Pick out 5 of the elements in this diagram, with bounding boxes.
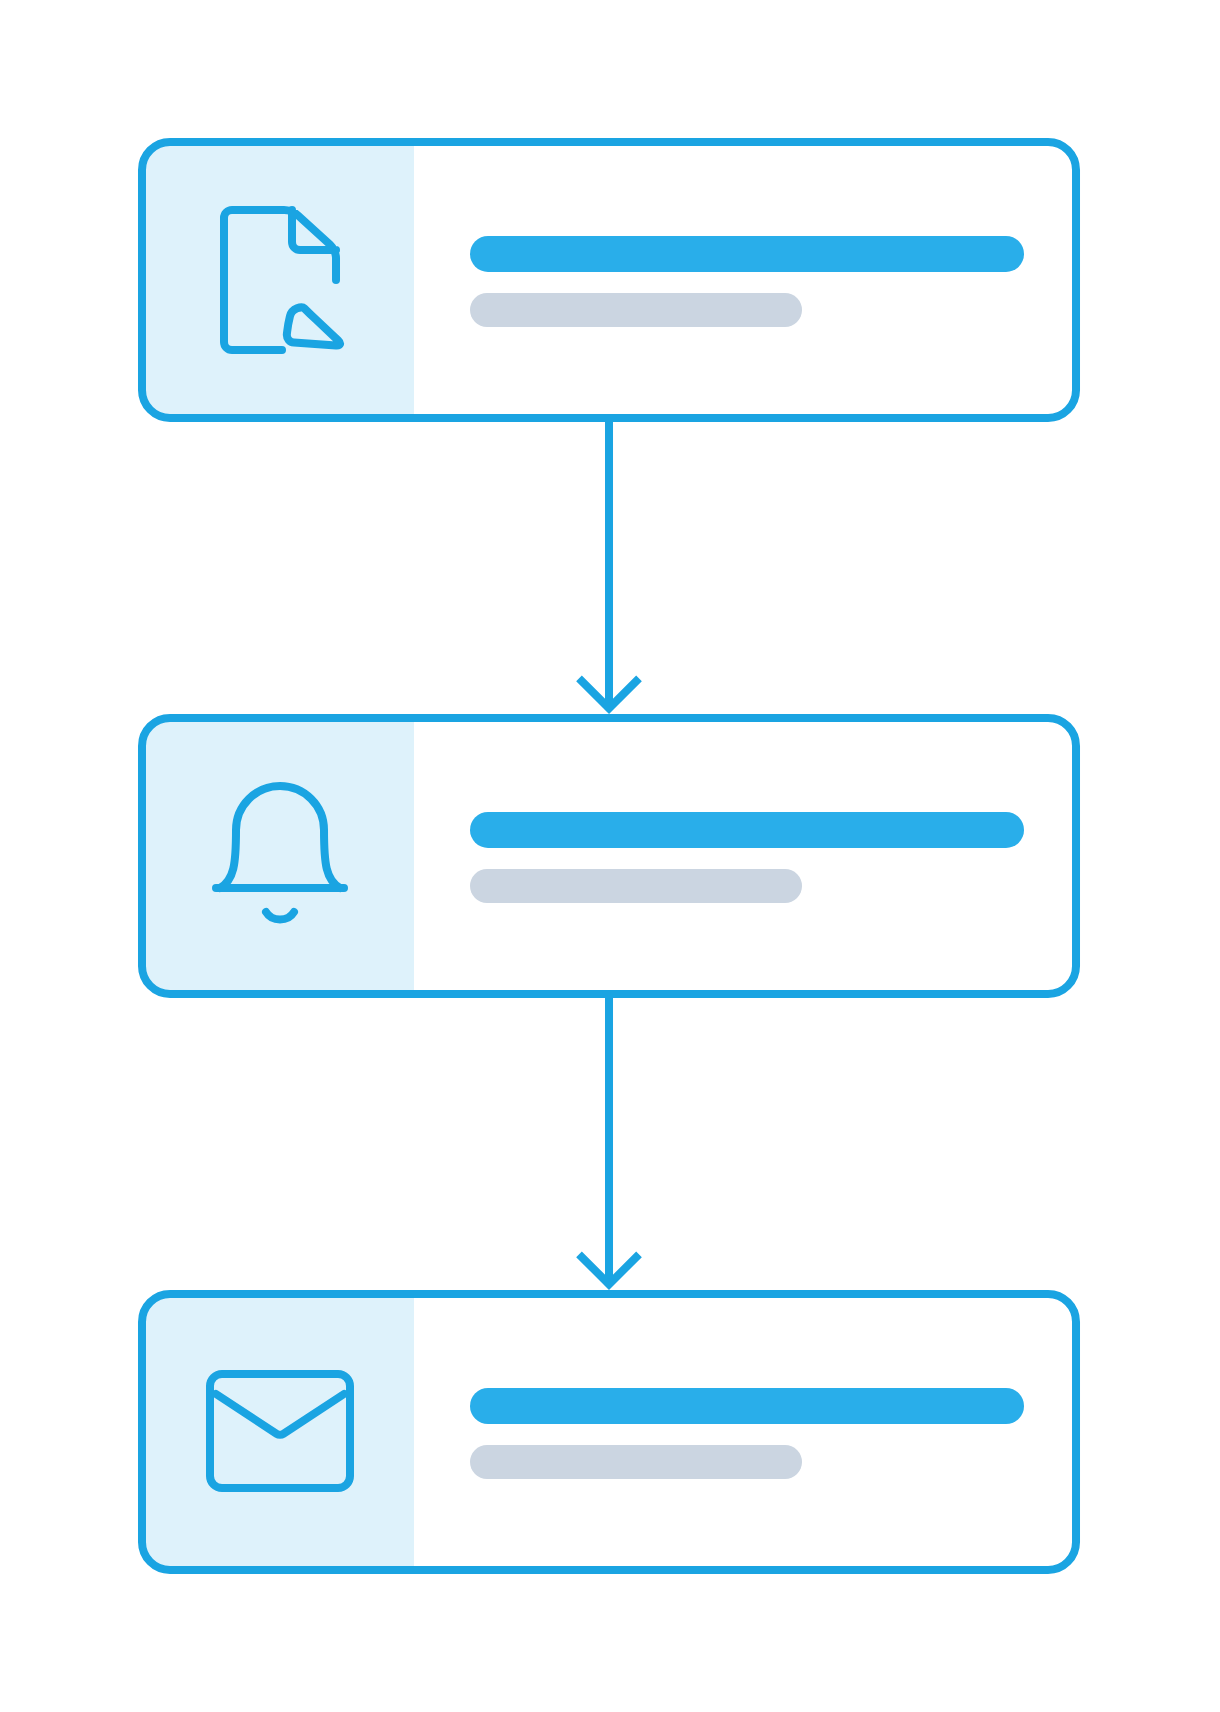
arrow: [576, 998, 642, 1290]
card: [138, 1290, 1080, 1574]
card: [138, 714, 1080, 998]
arrow: [576, 422, 642, 714]
card: [138, 138, 1080, 422]
